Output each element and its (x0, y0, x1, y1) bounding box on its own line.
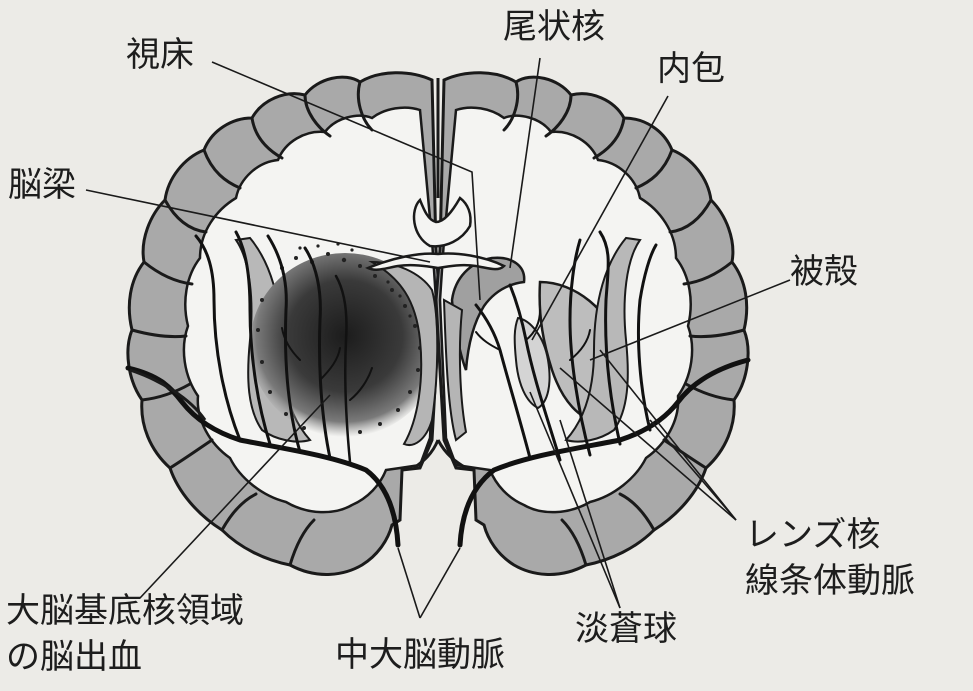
left-hemisphere (128, 73, 440, 575)
label-hemorrhage-line2: の脳出血 (6, 634, 244, 680)
label-lenticulostriate-line1: レンズ核 (745, 512, 915, 558)
right-hemisphere (436, 73, 748, 575)
label-putamen: 被殻 (790, 255, 858, 289)
label-lenticulostriate-line2: 線条体動脈 (745, 558, 915, 604)
label-basal-ganglia-hemorrhage: 大脳基底核領域 の脳出血 (6, 588, 244, 680)
label-lenticulostriate-artery: レンズ核 線条体動脈 (745, 512, 915, 604)
label-globus-pallidus: 淡蒼球 (575, 612, 677, 646)
label-hemorrhage-line1: 大脳基底核領域 (6, 588, 244, 634)
label-caudate-nucleus: 尾状核 (503, 10, 605, 44)
leader-mca-left (398, 548, 420, 618)
label-thalamus: 視床 (126, 38, 194, 72)
label-internal-capsule: 内包 (657, 52, 725, 86)
label-corpus-callosum: 脳梁 (8, 168, 76, 202)
label-middle-cerebral-artery: 中大脳動脈 (335, 638, 505, 672)
leader-mca-right (420, 548, 460, 618)
